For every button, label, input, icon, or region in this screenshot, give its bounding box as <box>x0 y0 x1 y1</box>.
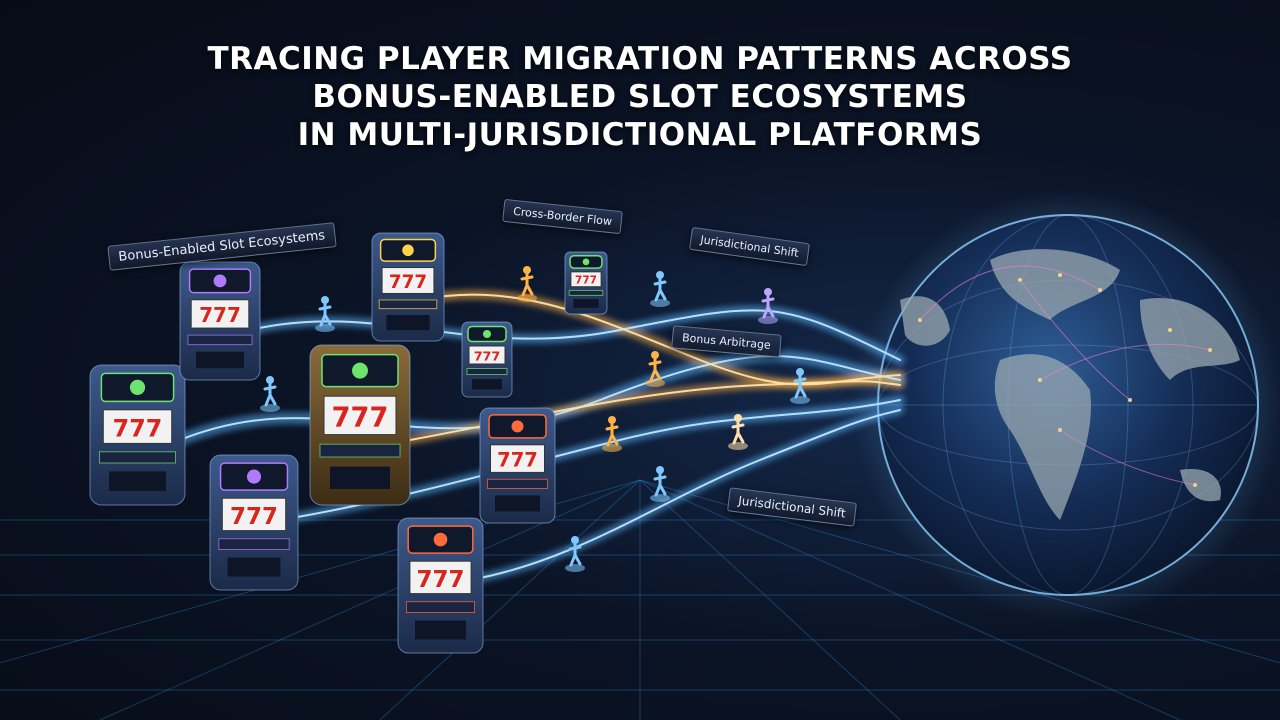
player-figure <box>650 271 670 307</box>
player-figure <box>315 296 335 332</box>
slot-reel-text: 777 <box>474 349 501 364</box>
slot-machine: 777 <box>209 454 299 591</box>
player-figure <box>728 414 748 450</box>
slot-machine: 777 <box>461 321 513 398</box>
slot-reel-text: 777 <box>230 504 278 530</box>
player-figure <box>565 536 585 572</box>
migration-flows <box>174 289 906 585</box>
slot-machine: 777 <box>89 364 186 506</box>
player-figure <box>758 288 778 324</box>
slot-reel-text: 777 <box>497 449 538 472</box>
title-line-3: IN MULTI-JURISDICTIONAL PLATFORMS <box>297 117 983 153</box>
slot-machine: 777 <box>309 344 411 506</box>
player-figure <box>645 351 665 387</box>
slot-machine: 777 <box>397 517 484 654</box>
globe <box>853 190 1280 620</box>
slot-reel-text: 777 <box>113 414 163 442</box>
slot-machine: 777 <box>564 251 608 315</box>
title-line-1: TRACING PLAYER MIGRATION PATTERNS ACROSS <box>207 41 1073 77</box>
slot-reel-text: 777 <box>575 275 597 287</box>
slot-reel-text: 777 <box>332 403 389 434</box>
player-figures <box>260 266 810 572</box>
title-line-2: BONUS-ENABLED SLOT ECOSYSTEMS <box>312 79 968 115</box>
slot-machine: 777 <box>479 407 556 524</box>
player-figure <box>650 466 670 502</box>
slot-machine: 777 <box>371 232 445 342</box>
slot-reel-text: 777 <box>417 567 465 593</box>
page-title: TRACING PLAYER MIGRATION PATTERNS ACROSS… <box>0 40 1280 154</box>
player-figure <box>260 376 280 412</box>
slot-reel-text: 777 <box>199 303 241 327</box>
player-figure <box>790 368 810 404</box>
slot-machines: 777 777 777 777 777 777 777 777 777 <box>89 232 608 654</box>
player-figure <box>517 266 537 302</box>
slot-reel-text: 777 <box>389 272 427 293</box>
player-figure <box>602 416 622 452</box>
slot-machine: 777 <box>179 261 261 381</box>
